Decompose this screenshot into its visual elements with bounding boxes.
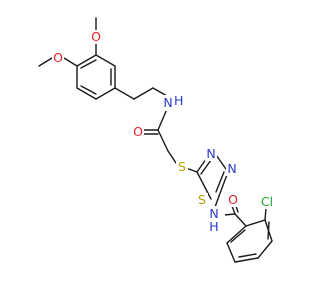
atom-hydrogen: H xyxy=(174,93,183,108)
bond xyxy=(238,253,257,258)
bond xyxy=(267,221,270,240)
bond xyxy=(245,219,266,227)
bond xyxy=(157,129,169,152)
molecule-structure-diagram: O O N H O S N N S N H O Cl xyxy=(38,17,276,263)
bond xyxy=(226,242,236,263)
bond-layer xyxy=(38,17,273,263)
atom-nitrogen: N xyxy=(206,146,215,161)
atom-oxygen: O xyxy=(228,192,238,207)
bond xyxy=(196,171,212,200)
bond xyxy=(257,240,273,259)
bond xyxy=(157,108,168,131)
atom-chlorine: Cl xyxy=(261,194,273,209)
bond xyxy=(133,87,154,100)
bond xyxy=(230,229,246,243)
atom-oxygen: O xyxy=(91,29,101,44)
bond xyxy=(223,213,236,216)
bond xyxy=(231,205,236,215)
bond xyxy=(80,85,97,95)
atom-sulfur: S xyxy=(198,192,206,207)
bond xyxy=(95,54,116,67)
atom-hydrogen: H xyxy=(209,219,218,234)
bond xyxy=(200,159,212,175)
bond xyxy=(114,87,135,100)
bond xyxy=(152,87,168,97)
bond xyxy=(234,257,259,263)
bond xyxy=(215,171,225,193)
bond xyxy=(76,87,97,100)
bond xyxy=(234,213,247,227)
atom-oxygen: O xyxy=(53,50,63,65)
bond xyxy=(63,57,78,67)
atom-nitrogen: N xyxy=(163,95,172,110)
bond xyxy=(167,150,177,164)
atom-oxygen: O xyxy=(133,124,143,139)
bond xyxy=(264,207,267,221)
bond xyxy=(80,59,97,69)
bond xyxy=(38,57,53,67)
atom-labels: O O N H O S N N S N H O Cl xyxy=(52,29,276,234)
atom-nitrogen: N xyxy=(227,161,236,176)
atom-sulfur: S xyxy=(178,159,186,174)
bond xyxy=(95,87,116,100)
atom-nitrogen: N xyxy=(209,206,218,221)
bond xyxy=(226,225,247,244)
bond xyxy=(76,54,97,67)
